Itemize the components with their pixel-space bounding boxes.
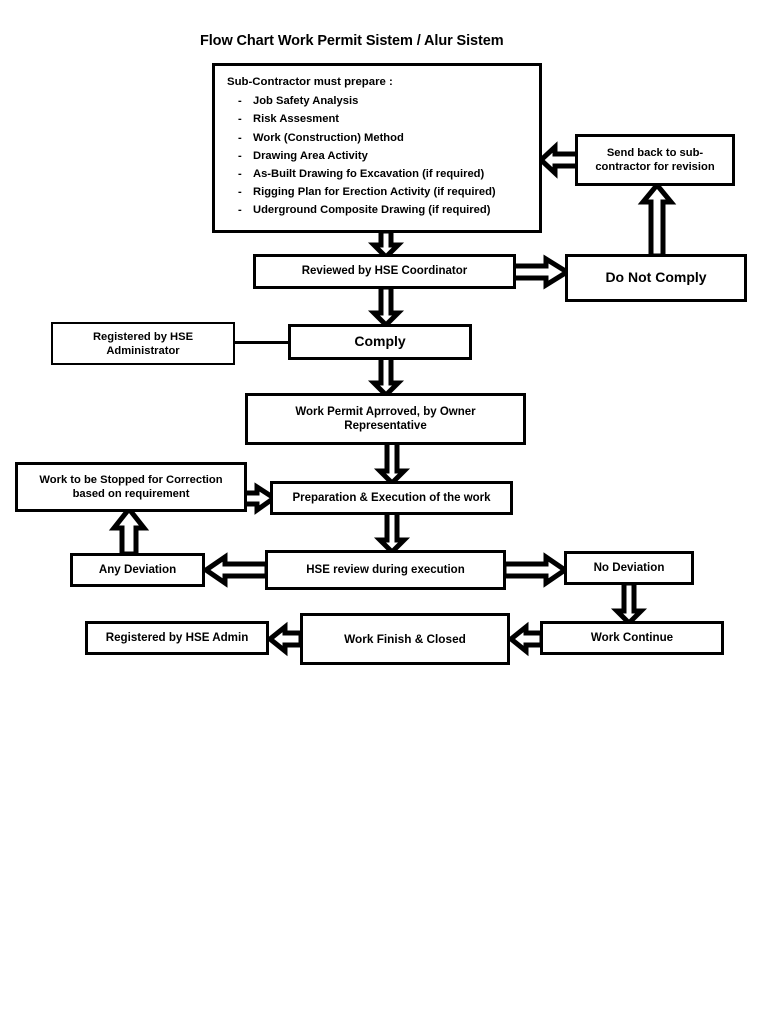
node-registered-by-hse-admin[interactable]: Registered by HSE Admin <box>85 621 269 655</box>
bullet-dash: - <box>238 185 242 198</box>
bullet-dash: - <box>238 204 242 217</box>
node-label: No Deviation <box>593 560 665 574</box>
list-item: - Risk Assesment <box>227 110 529 128</box>
node-work-finish-and-closed[interactable]: Work Finish & Closed <box>300 613 510 665</box>
arrow-comply-to-approved <box>367 354 405 399</box>
bullet-dash: - <box>238 131 242 144</box>
connector-registered-admin-to-comply <box>234 341 290 344</box>
list-item-label: As-Built Drawing fo Excavation (if requi… <box>253 167 485 180</box>
node-subcontractor-requirements[interactable]: Sub-Contractor must prepare : - Job Safe… <box>212 63 542 233</box>
bullet-dash: - <box>238 149 242 162</box>
node-label: Work Continue <box>590 630 674 644</box>
bullet-dash: - <box>238 167 242 180</box>
arrow-preparation-to-hse-review <box>373 509 411 556</box>
node-label: Reviewed by HSE Coordinator <box>301 265 468 278</box>
list-item-label: Work (Construction) Method <box>253 131 404 144</box>
bullet-dash: - <box>238 113 242 126</box>
node-label: Comply <box>354 333 406 350</box>
list-item-label: Drawing Area Activity <box>253 149 368 162</box>
node-any-deviation[interactable]: Any Deviation <box>70 553 205 587</box>
node-send-back-to-subcontractor[interactable]: Send back to sub-contractor for revision <box>575 134 735 186</box>
arrow-work-finish-to-registered-hse-admin <box>265 621 304 657</box>
bullet-dash: - <box>238 95 242 108</box>
node-label: Work Finish & Closed <box>344 631 466 646</box>
node-do-not-comply[interactable]: Do Not Comply <box>565 254 747 302</box>
node-work-to-be-stopped[interactable]: Work to be Stopped for Correction based … <box>15 462 247 512</box>
list-item: - Uderground Composite Drawing (if requi… <box>227 201 529 219</box>
node-registered-by-hse-administrator[interactable]: Registered by HSE Administrator <box>51 322 235 365</box>
node-label: Do Not Comply <box>605 269 707 286</box>
node-no-deviation[interactable]: No Deviation <box>564 551 694 585</box>
arrow-hse-review-to-no-deviation <box>501 552 570 588</box>
arrow-hse-review-to-any-deviation <box>201 552 270 588</box>
node-hse-review-during-execution[interactable]: HSE review during execution <box>265 550 506 590</box>
list-item: - Work (Construction) Method <box>227 129 529 147</box>
arrow-any-deviation-to-stopped <box>108 504 150 557</box>
arrow-work-continue-to-work-finish <box>506 621 545 657</box>
arrow-no-deviation-to-work-continue <box>610 580 648 627</box>
list-item-label: Rigging Plan for Erection Activity (if r… <box>253 185 496 198</box>
arrow-subcontractor-to-reviewed <box>367 228 405 261</box>
node-preparation-and-execution[interactable]: Preparation & Execution of the work <box>270 481 513 515</box>
node-label: Preparation & Execution of the work <box>292 491 491 504</box>
list-item: - Drawing Area Activity <box>227 147 529 165</box>
list-item: - Job Safety Analysis <box>227 92 529 110</box>
node-comply[interactable]: Comply <box>288 324 472 360</box>
list-item-label: Uderground Composite Drawing (if require… <box>253 204 491 217</box>
node-work-permit-approved[interactable]: Work Permit Aprroved, by Owner Represent… <box>245 393 526 445</box>
arrow-reviewed-to-do-not-comply <box>510 254 572 290</box>
list-item: - As-Built Drawing fo Excavation (if req… <box>227 165 529 183</box>
node-label: Registered by HSE Admin <box>105 630 249 644</box>
node-work-continue[interactable]: Work Continue <box>540 621 724 655</box>
arrow-do-not-comply-to-send-back <box>637 181 677 259</box>
arrow-reviewed-to-comply <box>367 284 405 329</box>
list-item: - Rigging Plan for Erection Activity (if… <box>227 183 529 201</box>
node-label: Registered by HSE Administrator <box>92 330 194 357</box>
list-item-label: Risk Assesment <box>253 113 340 126</box>
subcontractor-document-list: - Job Safety Analysis - Risk Assesment -… <box>227 92 529 219</box>
subcontractor-heading: Sub-Contractor must prepare : <box>227 76 393 88</box>
page-title: Flow Chart Work Permit Sistem / Alur Sis… <box>200 33 504 49</box>
arrow-approved-to-preparation <box>373 439 411 487</box>
node-label: Any Deviation <box>98 562 177 576</box>
node-label: Send back to sub-contractor for revision <box>595 147 715 173</box>
node-label: Work to be Stopped for Correction based … <box>39 474 223 500</box>
list-item-label: Job Safety Analysis <box>253 95 359 108</box>
node-label: HSE review during execution <box>306 563 465 576</box>
node-label: Work Permit Aprroved, by Owner Represent… <box>295 405 476 432</box>
node-reviewed-by-hse-coordinator[interactable]: Reviewed by HSE Coordinator <box>253 254 516 289</box>
